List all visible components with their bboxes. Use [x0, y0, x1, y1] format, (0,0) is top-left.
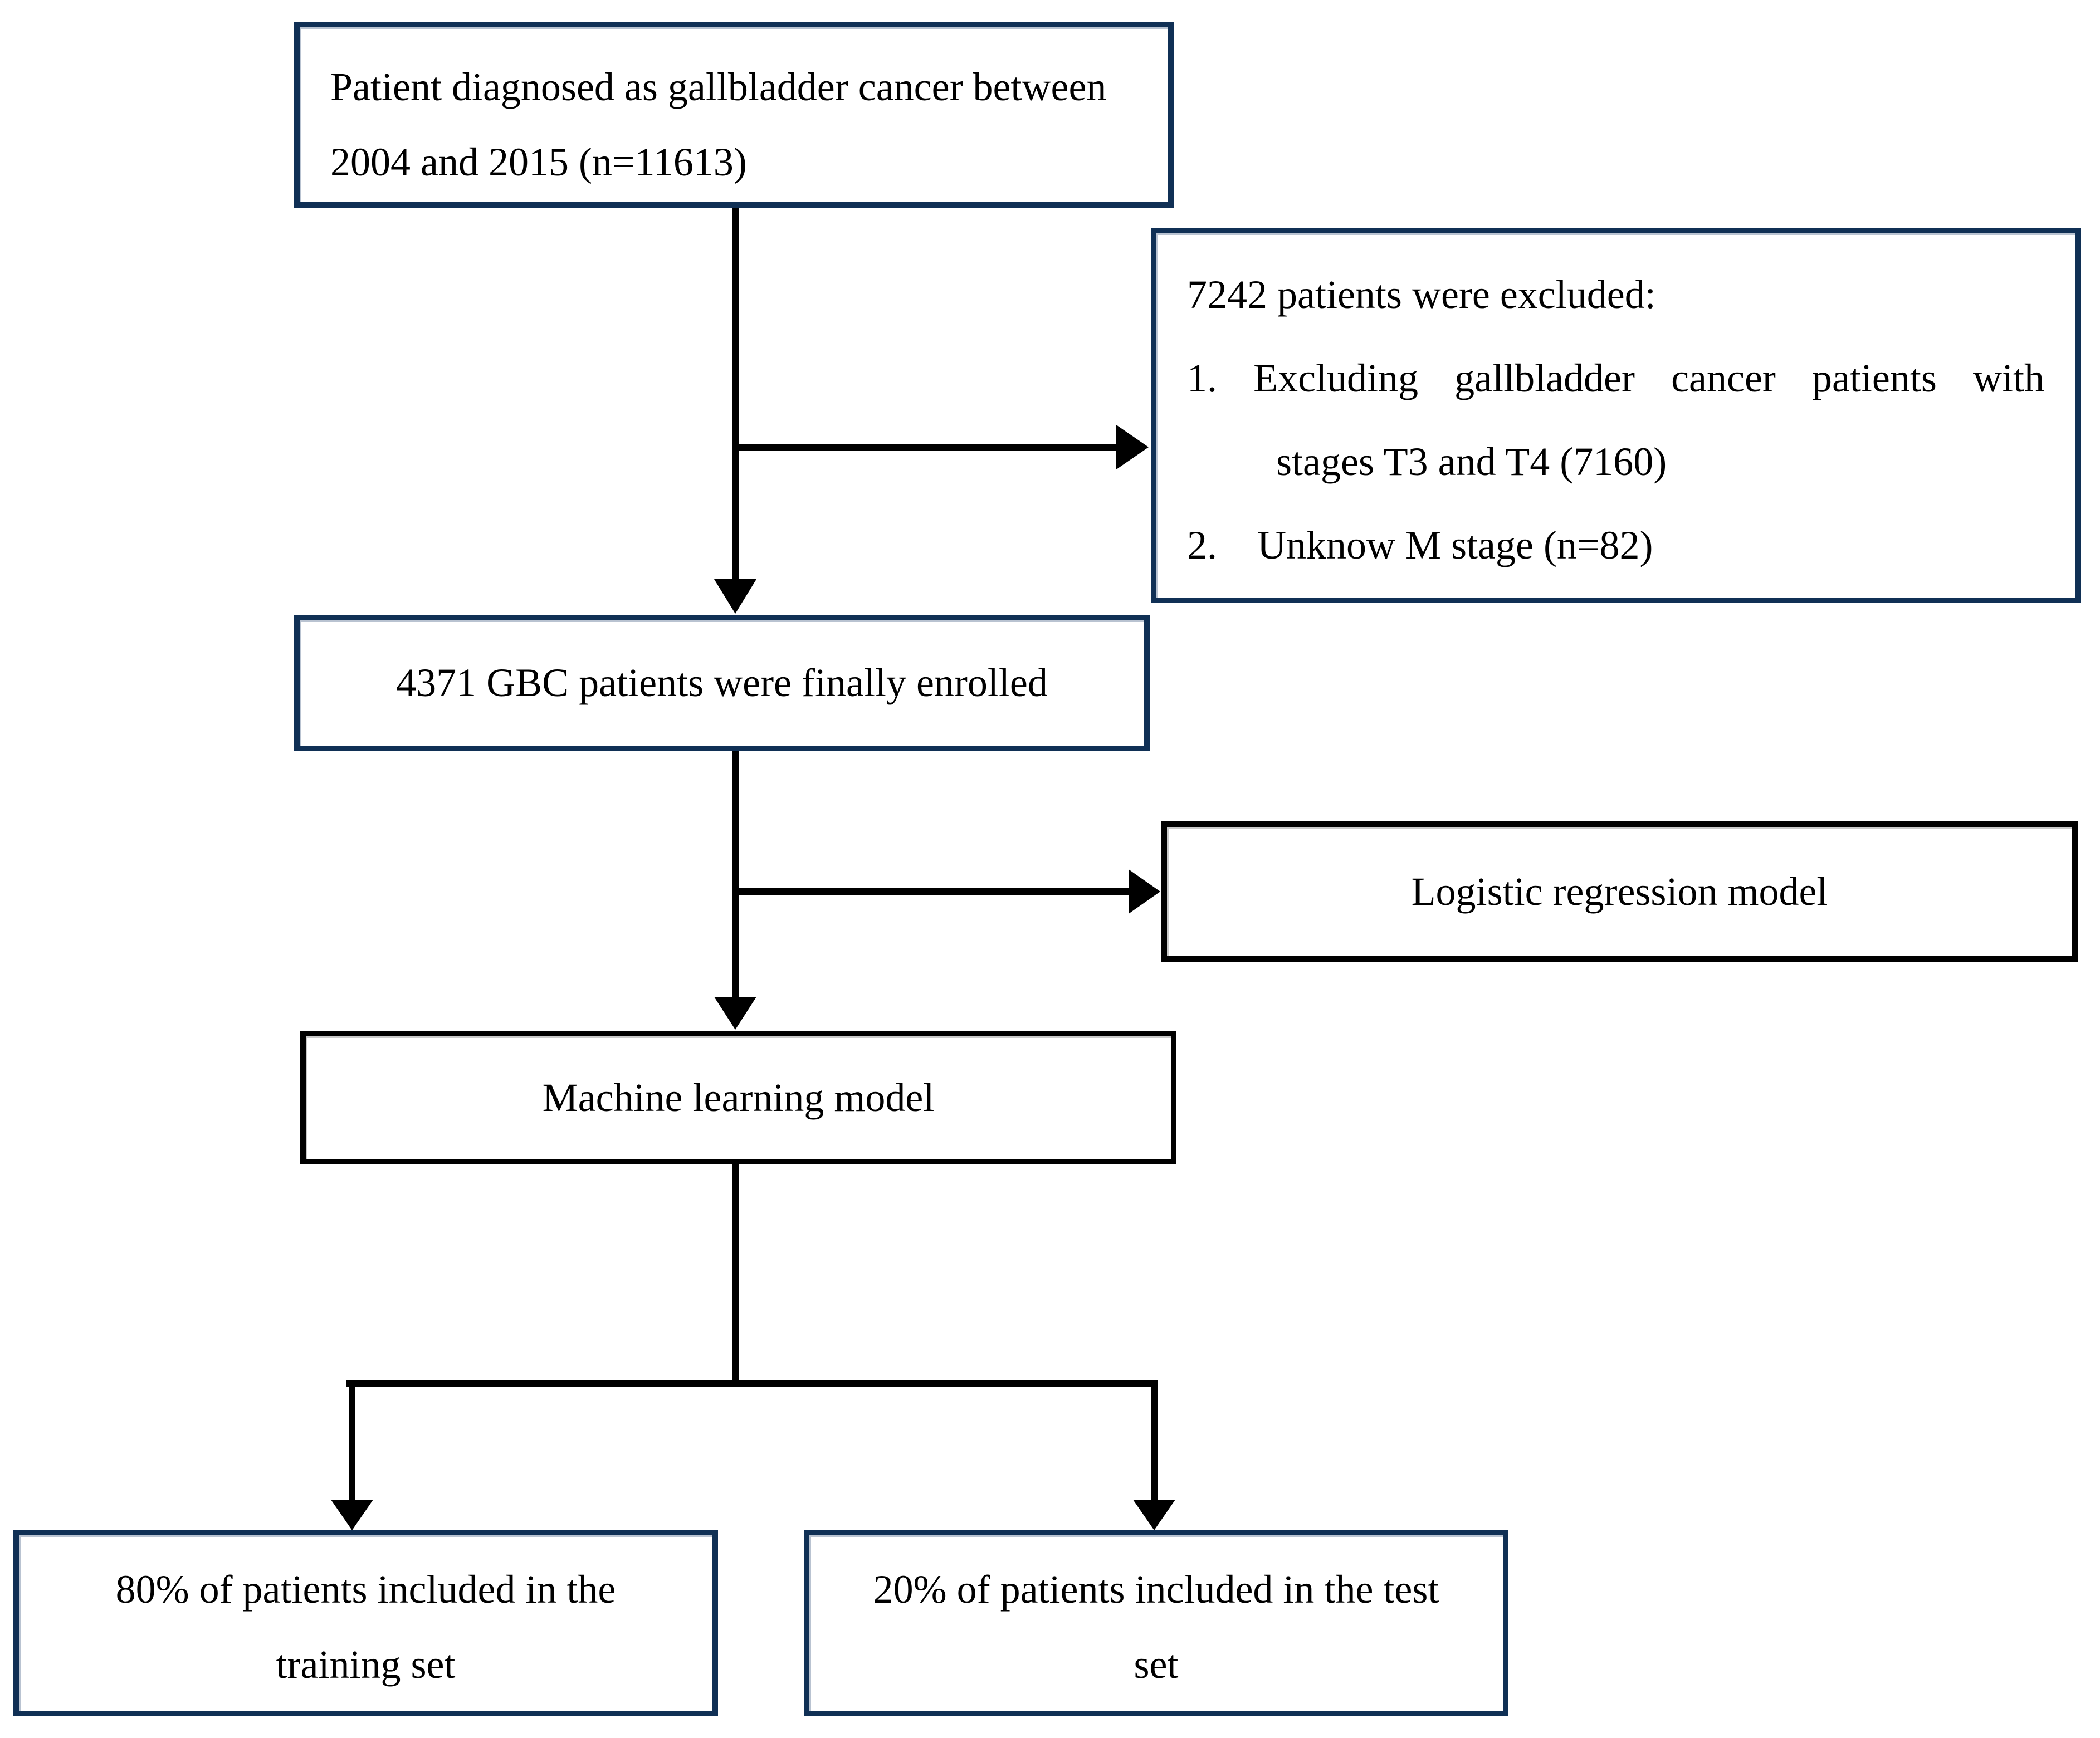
arrow-to-test: [1133, 1380, 1175, 1530]
patient-line2: 2004 and 2015 (n=11613): [330, 140, 747, 184]
patient-line1: Patient diagnosed as gallbladder cancer …: [330, 65, 1107, 109]
test-line2: set: [1134, 1642, 1179, 1687]
excluded-item2: 2. Unknow M stage (n=82): [1187, 523, 1653, 567]
arrowhead-down-icon: [1133, 1500, 1175, 1530]
logistic-text: Logistic regression model: [1411, 869, 1828, 914]
arrowhead-down-icon: [331, 1500, 373, 1530]
arrow-to-excluded: [735, 425, 1149, 469]
box-enrolled: 4371 GBC patients were finally enrolled: [294, 615, 1150, 751]
training-line2: training set: [276, 1642, 456, 1687]
arrow-patient-to-enrolled: [714, 208, 756, 614]
machine-learning-text: Machine learning model: [542, 1075, 935, 1120]
arrowhead-down-icon: [714, 997, 756, 1030]
split-connector: [346, 1164, 1158, 1387]
box-test-set: 20% of patients included in the test set: [804, 1530, 1508, 1716]
arrowhead-down-icon: [714, 579, 756, 614]
excluded-item1-line2: stages T3 and T4 (7160): [1276, 439, 1667, 484]
excluded-item1-line1: 1. Excluding gallbladder cancer patients…: [1187, 356, 2044, 400]
enrolled-text: 4371 GBC patients were finally enrolled: [396, 660, 1048, 705]
test-line1: 20% of patients included in the test: [873, 1567, 1439, 1612]
box-excluded: 7242 patients were excluded: 1. Excludin…: [1151, 228, 2081, 603]
arrow-enrolled-to-ml: [714, 751, 756, 1030]
arrow-to-training: [331, 1380, 373, 1530]
arrowhead-right-icon: [1129, 869, 1160, 914]
box-machine-learning: Machine learning model: [300, 1031, 1176, 1164]
box-patient-diagnosed: Patient diagnosed as gallbladder cancer …: [294, 22, 1174, 208]
arrow-to-logistic: [735, 869, 1160, 914]
arrowhead-right-icon: [1116, 425, 1149, 469]
box-training-set: 80% of patients included in the training…: [13, 1530, 718, 1716]
training-line1: 80% of patients included in the: [115, 1567, 616, 1612]
excluded-header: 7242 patients were excluded:: [1187, 272, 1656, 317]
box-logistic-regression: Logistic regression model: [1161, 821, 2078, 962]
